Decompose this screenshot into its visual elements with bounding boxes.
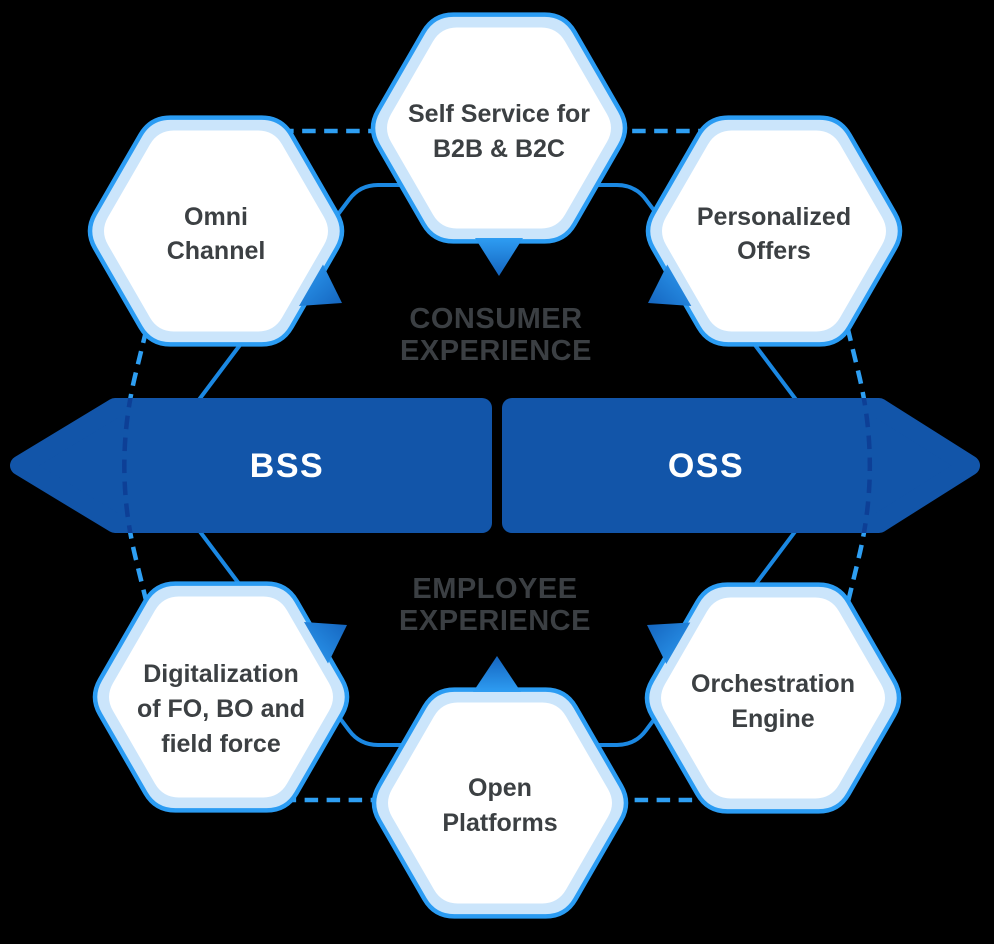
hexagon-face <box>109 596 333 798</box>
oss-banner-shape <box>502 398 980 533</box>
bss-banner-shape <box>10 398 492 533</box>
svg-text:Engine: Engine <box>731 705 814 733</box>
svg-text:Omni: Omni <box>184 203 248 231</box>
arrow-down-left-icon <box>648 264 692 306</box>
bss-banner: BSS <box>10 398 492 533</box>
bss-label: BSS <box>250 447 324 485</box>
hexagon-face <box>388 702 612 904</box>
svg-text:field force: field force <box>161 730 281 758</box>
svg-text:Offers: Offers <box>737 237 811 265</box>
svg-text:EXPERIENCE: EXPERIENCE <box>399 605 591 637</box>
hexagon-digitalization: Digitalization of FO, BO and field force <box>92 581 350 813</box>
svg-text:Open: Open <box>468 774 532 802</box>
oss-label: OSS <box>668 447 744 485</box>
svg-text:Personalized: Personalized <box>697 203 851 231</box>
svg-text:Orchestration: Orchestration <box>691 670 855 698</box>
arrow-up-right-icon <box>304 622 347 664</box>
svg-text:B2B & B2C: B2B & B2C <box>433 135 565 163</box>
svg-text:EXPERIENCE: EXPERIENCE <box>400 335 592 367</box>
svg-text:of FO, BO and: of FO, BO and <box>137 695 305 723</box>
hexagon-omni-channel: Omni Channel <box>87 115 345 347</box>
svg-text:Digitalization: Digitalization <box>143 660 299 688</box>
hexagon-face <box>661 597 885 799</box>
svg-text:EMPLOYEE: EMPLOYEE <box>412 573 577 605</box>
svg-text:Platforms: Platforms <box>442 809 557 837</box>
arrow-down-icon <box>475 238 523 276</box>
hexagon-open-platforms: Open Platforms <box>371 687 629 919</box>
oss-banner: OSS <box>502 398 980 533</box>
arrow-down-right-icon <box>299 264 342 306</box>
hexagon-face <box>387 27 611 229</box>
hexagon-self-service: Self Service for B2B & B2C <box>370 12 628 244</box>
svg-text:Channel: Channel <box>167 237 266 265</box>
svg-text:CONSUMER: CONSUMER <box>409 303 582 335</box>
employee-experience-label: EMPLOYEE EXPERIENCE <box>399 573 591 637</box>
hexagon-face <box>104 130 328 332</box>
hexagon-face <box>662 130 886 332</box>
arrow-up-left-icon <box>647 622 691 664</box>
hexagon-orchestration-engine: Orchestration Engine <box>644 582 902 814</box>
consumer-experience-label: CONSUMER EXPERIENCE <box>400 303 592 367</box>
arrow-up-icon <box>473 656 521 692</box>
svg-text:Self Service for: Self Service for <box>408 100 590 128</box>
hexagon-personalized-offers: Personalized Offers <box>645 115 903 347</box>
